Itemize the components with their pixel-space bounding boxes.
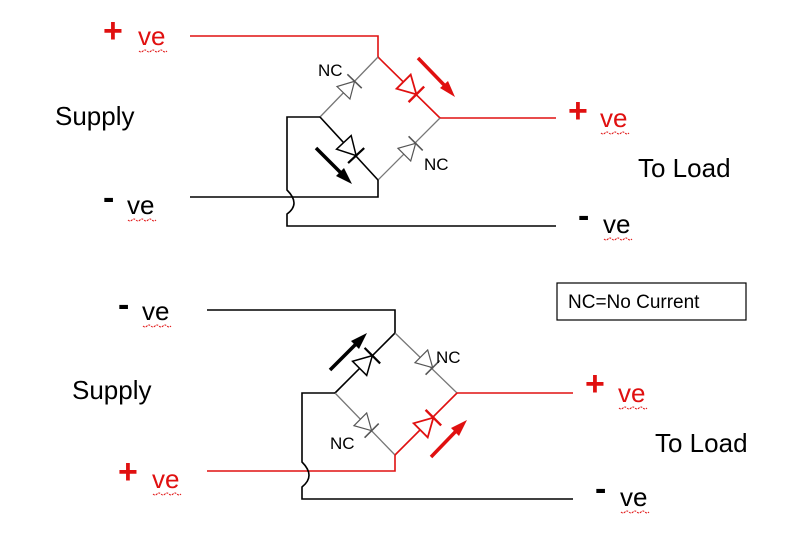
top-diode-lower-right (396, 135, 424, 163)
top-supply-negative-terminal: - ve (103, 179, 157, 222)
bottom-supply-positive-ve: ve (152, 464, 179, 494)
top-load-negative-ve: ve (603, 209, 630, 239)
top-current-arrow-red (416, 56, 455, 97)
top-supply-label: Supply (55, 101, 135, 131)
top-positive-input-wire (190, 35, 379, 57)
bottom-load-negative-ve: ve (620, 482, 647, 512)
bottom-load-negative-terminal: - ve (595, 470, 650, 514)
top-supply-positive-ve: ve (138, 21, 165, 51)
top-load-positive-terminal: + ve (568, 92, 630, 135)
bottom-supply-label: Supply (72, 375, 152, 405)
bottom-diode-lower-left (352, 411, 380, 439)
top-supply-positive-squiggle (138, 49, 168, 53)
top-supply-negative-sign: - (103, 179, 114, 217)
top-supply-positive-terminal: + ve (103, 12, 168, 53)
top-diode-upper-right-active (394, 72, 425, 103)
top-load-negative-terminal: - ve (578, 197, 633, 241)
top-supply-negative-ve: ve (127, 190, 154, 220)
bottom-load-positive-sign: + (585, 365, 605, 403)
bottom-circuit: Supply To Load - ve + ve + ve - ve (72, 286, 748, 514)
bottom-supply-negative-sign: - (118, 286, 129, 324)
bottom-load-negative-sign: - (595, 470, 606, 508)
bottom-diode-lower-right-active (411, 409, 442, 440)
bottom-current-arrow-black (328, 333, 367, 372)
bottom-load-positive-ve: ve (618, 378, 645, 408)
top-diode-upper-left (335, 73, 363, 101)
bottom-supply-negative-squiggle (142, 324, 172, 328)
bottom-positive-input-wire (207, 455, 396, 472)
bottom-nc-lower-label: NC (330, 434, 355, 453)
bottom-load-negative-squiggle (620, 510, 650, 514)
top-nc-lower-label: NC (424, 155, 449, 174)
bottom-diode-upper-left-active (351, 347, 381, 377)
bottom-load-label: To Load (655, 428, 748, 458)
top-load-positive-sign: + (568, 92, 588, 130)
bottom-supply-positive-sign: + (118, 453, 138, 491)
nc-legend: NC=No Current (556, 282, 747, 321)
top-nc-upper-label: NC (318, 61, 343, 80)
top-load-positive-ve: ve (600, 103, 627, 133)
top-load-negative-squiggle (603, 237, 633, 241)
top-load-negative-sign: - (578, 197, 589, 235)
bottom-supply-positive-squiggle (152, 492, 182, 496)
top-load-positive-squiggle (600, 131, 630, 135)
bottom-load-positive-terminal: + ve (585, 365, 648, 410)
top-current-arrow-black (314, 146, 352, 184)
top-negative-input-wire (190, 180, 379, 198)
bottom-supply-negative-terminal: - ve (118, 286, 172, 328)
top-supply-positive-sign: + (103, 12, 123, 50)
top-supply-negative-squiggle (127, 218, 157, 222)
top-diode-lower-left-active (335, 134, 365, 164)
nc-legend-text: NC=No Current (568, 292, 700, 313)
bottom-current-arrow-red (429, 420, 467, 459)
top-negative-output-wire (286, 116, 556, 227)
bottom-negative-output-wire (301, 392, 573, 500)
bottom-supply-negative-ve: ve (142, 296, 169, 326)
bottom-diode-upper-right (413, 348, 441, 376)
bottom-nc-upper-label: NC (436, 348, 461, 367)
bottom-negative-input-wire (207, 309, 396, 333)
bottom-supply-positive-terminal: + ve (118, 453, 182, 496)
nc-legend-box (556, 282, 747, 321)
bottom-load-positive-squiggle (618, 406, 648, 410)
top-circuit: Supply To Load + ve - ve + ve - ve (55, 12, 731, 241)
top-load-label: To Load (638, 153, 731, 183)
